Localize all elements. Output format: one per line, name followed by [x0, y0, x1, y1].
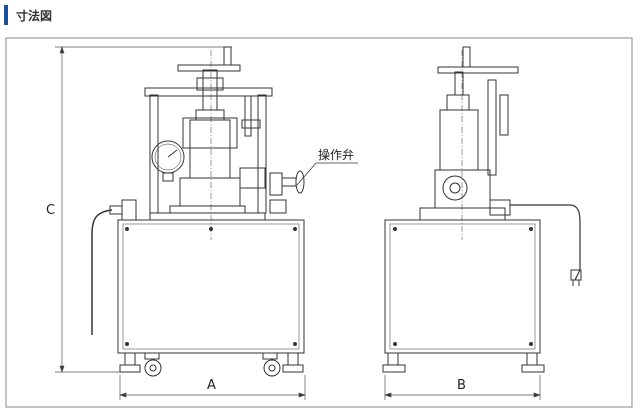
dimension-c — [55, 45, 232, 374]
dim-b-label: B — [457, 378, 466, 393]
pressure-gauge — [151, 140, 185, 182]
side-view-machine — [382, 46, 582, 373]
drawing-frame — [5, 37, 633, 408]
section-header: 寸法図 — [4, 5, 52, 25]
operating-valve — [269, 170, 305, 214]
caster-left — [144, 352, 162, 377]
side-cabinet — [384, 219, 541, 354]
operating-valve-label: 操作弁 — [318, 147, 354, 162]
dim-a-label: A — [207, 378, 216, 393]
dimension-b — [383, 375, 542, 400]
front-view-machine — [91, 46, 305, 377]
dimension-a — [118, 375, 307, 400]
callout-leader — [296, 162, 317, 186]
section-title: 寸法図 — [16, 8, 53, 23]
accent-bar — [4, 5, 8, 25]
caster-right — [262, 352, 281, 377]
dim-c-label: C — [46, 203, 55, 218]
